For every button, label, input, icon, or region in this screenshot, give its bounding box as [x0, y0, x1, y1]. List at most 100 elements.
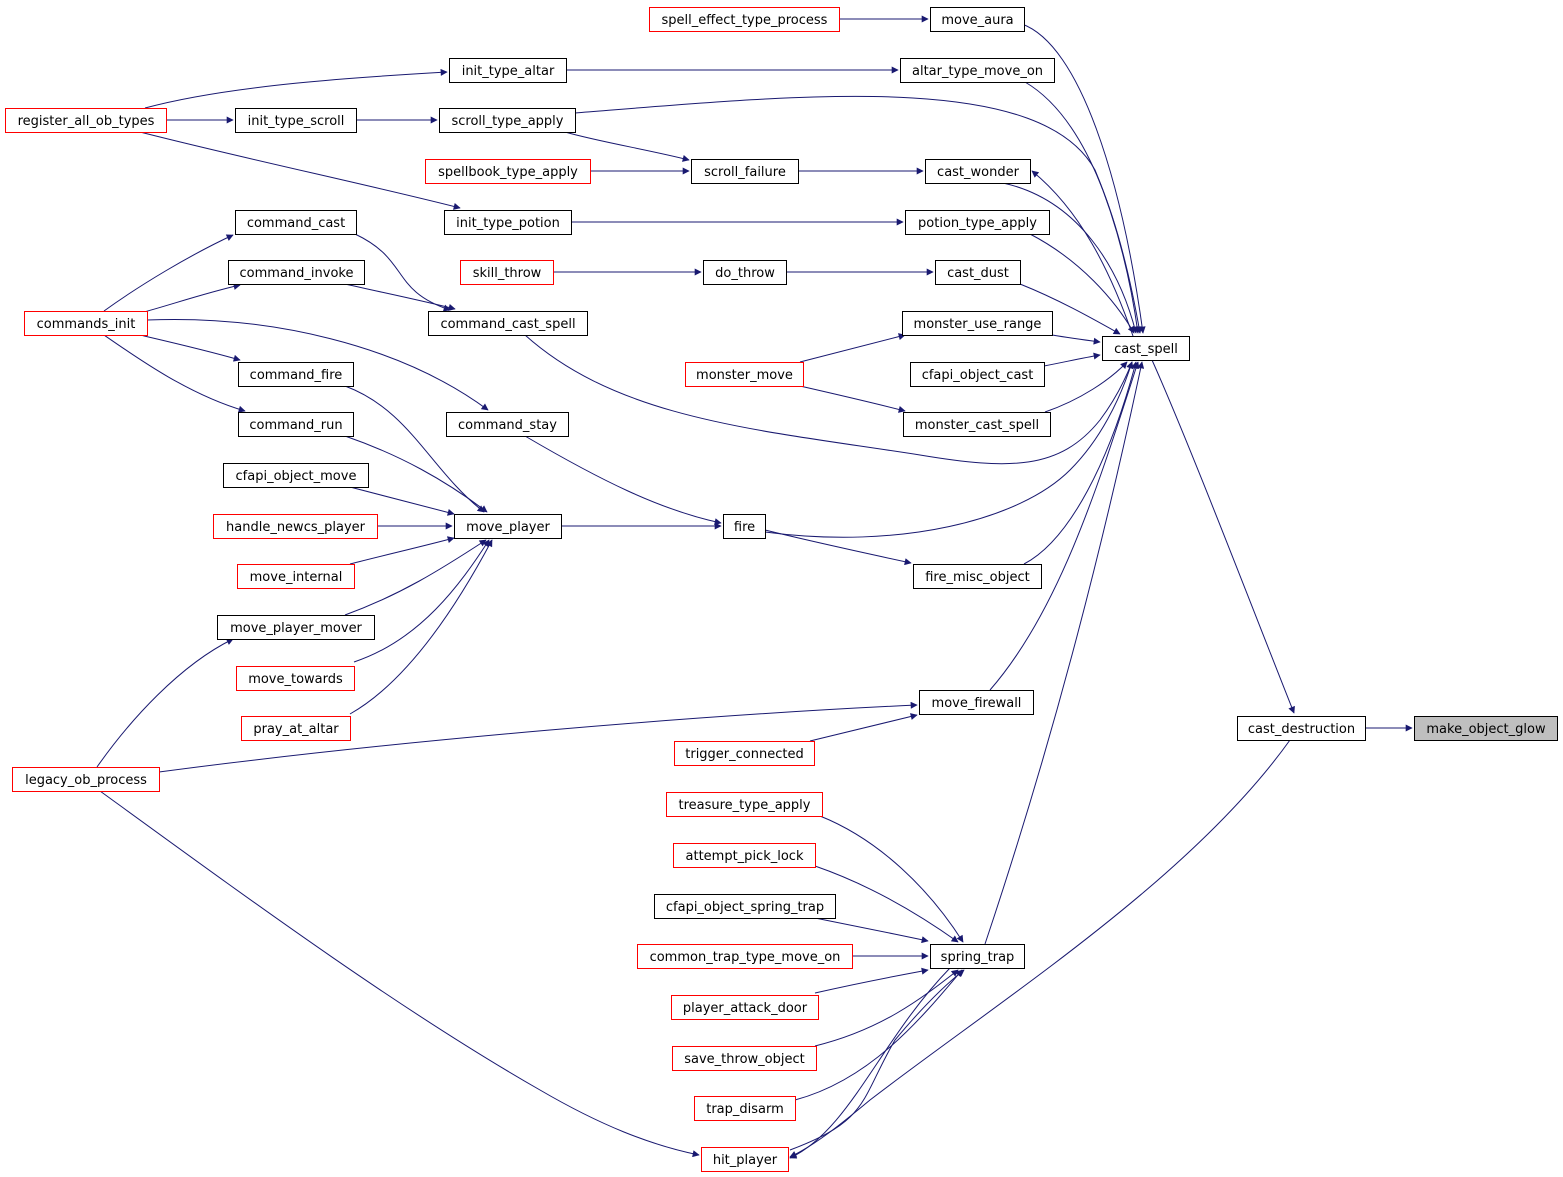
edge-attempt_pick_lock-to-spring_trap [814, 865, 959, 943]
node-label: legacy_ob_process [25, 773, 147, 788]
node-label: fire [734, 520, 755, 535]
edge-cast_destruction-to-hit_player [789, 739, 1291, 1158]
node-box [454, 514, 562, 539]
node-box [910, 362, 1045, 387]
node-cast_wonder[interactable]: cast_wonder [925, 159, 1031, 184]
node-trigger_connected[interactable]: trigger_connected [674, 741, 815, 766]
edge-scroll_type_apply-to-cast_spell [574, 95, 1141, 334]
node-box [694, 1096, 796, 1121]
node-common_trap_type_move_on[interactable]: common_trap_type_move_on [637, 944, 853, 969]
node-box [703, 260, 787, 285]
node-cfapi_object_spring_trap[interactable]: cfapi_object_spring_trap [654, 894, 836, 919]
node-pray_at_altar[interactable]: pray_at_altar [241, 716, 351, 741]
node-trap_disarm[interactable]: trap_disarm [694, 1096, 796, 1121]
node-cfapi_object_move[interactable]: cfapi_object_move [223, 463, 369, 488]
node-label: scroll_type_apply [452, 114, 564, 129]
node-box [671, 995, 819, 1020]
node-label: save_throw_object [684, 1052, 804, 1067]
node-save_throw_object[interactable]: save_throw_object [672, 1046, 817, 1071]
node-label: do_throw [715, 266, 775, 281]
edge-monster_move-to-monster_cast_spell [799, 385, 906, 413]
node-handle_newcs_player[interactable]: handle_newcs_player [213, 514, 378, 539]
node-box [930, 7, 1025, 32]
node-label: skill_throw [473, 266, 542, 281]
node-command_run[interactable]: command_run [238, 412, 354, 437]
node-move_player[interactable]: move_player [454, 514, 562, 539]
node-make_object_glow[interactable]: make_object_glow [1414, 716, 1558, 741]
node-label: scroll_failure [704, 165, 786, 180]
edge-treasure_type_apply-to-spring_trap [819, 815, 964, 943]
edge-altar_type_move_on-to-cast_spell [1024, 81, 1143, 334]
node-legacy_ob_process[interactable]: legacy_ob_process [12, 767, 160, 792]
edge-legacy_ob_process-to-move_firewall [158, 701, 918, 773]
node-label: cast_dust [947, 266, 1009, 281]
node-label: trap_disarm [706, 1102, 784, 1117]
node-box [903, 412, 1051, 437]
node-commands_init[interactable]: commands_init [24, 311, 148, 336]
edge-command_fire-to-move_player [344, 385, 485, 513]
node-potion_type_apply[interactable]: potion_type_apply [905, 210, 1050, 235]
node-box [649, 7, 840, 32]
node-box [723, 514, 766, 539]
node-box [913, 564, 1042, 589]
node-box [919, 690, 1034, 715]
node-cast_dust[interactable]: cast_dust [935, 260, 1021, 285]
edge-scroll_type_apply-to-scroll_failure [564, 131, 690, 162]
node-spellbook_type_apply[interactable]: spellbook_type_apply [425, 159, 591, 184]
edge-save_throw_object-to-spring_trap [814, 969, 959, 1047]
node-box [637, 944, 853, 969]
edge-monster_move-to-monster_use_range [799, 333, 906, 363]
node-label: command_stay [458, 418, 557, 433]
node-box [935, 260, 1021, 285]
node-label: init_type_scroll [248, 114, 345, 129]
edge-trigger_connected-to-move_firewall [809, 713, 918, 742]
node-move_aura[interactable]: move_aura [930, 7, 1025, 32]
node-cast_destruction[interactable]: cast_destruction [1237, 716, 1366, 741]
node-label: handle_newcs_player [226, 520, 366, 535]
node-fire_misc_object[interactable]: fire_misc_object [913, 564, 1042, 589]
edge-move_towards-to-move_player [353, 539, 490, 663]
node-move_player_mover[interactable]: move_player_mover [217, 615, 375, 640]
node-command_invoke[interactable]: command_invoke [228, 260, 365, 285]
node-register_all_ob_types[interactable]: register_all_ob_types [5, 108, 167, 133]
node-monster_use_range[interactable]: monster_use_range [902, 311, 1053, 336]
node-label: cfapi_object_move [236, 469, 357, 484]
node-player_attack_door[interactable]: player_attack_door [671, 995, 819, 1020]
node-fire[interactable]: fire [723, 514, 766, 539]
node-skill_throw[interactable]: skill_throw [460, 260, 554, 285]
node-label: command_invoke [240, 266, 354, 281]
node-treasure_type_apply[interactable]: treasure_type_apply [666, 792, 823, 817]
node-move_firewall[interactable]: move_firewall [919, 690, 1034, 715]
node-spring_trap[interactable]: spring_trap [930, 944, 1025, 969]
node-spell_effect_type_process[interactable]: spell_effect_type_process [649, 7, 840, 32]
node-move_towards[interactable]: move_towards [236, 666, 355, 691]
node-label: move_towards [248, 672, 343, 687]
node-scroll_type_apply[interactable]: scroll_type_apply [439, 108, 576, 133]
node-box [217, 615, 375, 640]
node-monster_cast_spell[interactable]: monster_cast_spell [903, 412, 1051, 437]
node-do_throw[interactable]: do_throw [703, 260, 787, 285]
node-box [238, 412, 354, 437]
node-command_fire[interactable]: command_fire [238, 362, 354, 387]
node-command_cast[interactable]: command_cast [235, 210, 357, 235]
edge-register_all_ob_types-to-init_type_potion [139, 131, 461, 210]
node-altar_type_move_on[interactable]: altar_type_move_on [900, 58, 1055, 83]
node-attempt_pick_lock[interactable]: attempt_pick_lock [673, 843, 816, 868]
node-scroll_failure[interactable]: scroll_failure [691, 159, 799, 184]
node-label: command_cast_spell [440, 317, 575, 332]
edge-cast_spell-to-cast_wonder [1031, 170, 1134, 337]
node-hit_player[interactable]: hit_player [701, 1147, 789, 1172]
edge-trap_disarm-to-spring_trap [794, 969, 963, 1101]
node-init_type_potion[interactable]: init_type_potion [444, 210, 572, 235]
node-init_type_scroll[interactable]: init_type_scroll [235, 108, 357, 133]
node-command_cast_spell[interactable]: command_cast_spell [428, 311, 588, 336]
node-command_stay[interactable]: command_stay [446, 412, 569, 437]
node-monster_move[interactable]: monster_move [685, 362, 804, 387]
node-box [1102, 336, 1190, 361]
node-init_type_altar[interactable]: init_type_altar [449, 58, 567, 83]
node-cast_spell[interactable]: cast_spell [1102, 336, 1190, 361]
node-box [213, 514, 378, 539]
node-cfapi_object_cast[interactable]: cfapi_object_cast [910, 362, 1045, 387]
node-move_internal[interactable]: move_internal [237, 564, 355, 589]
